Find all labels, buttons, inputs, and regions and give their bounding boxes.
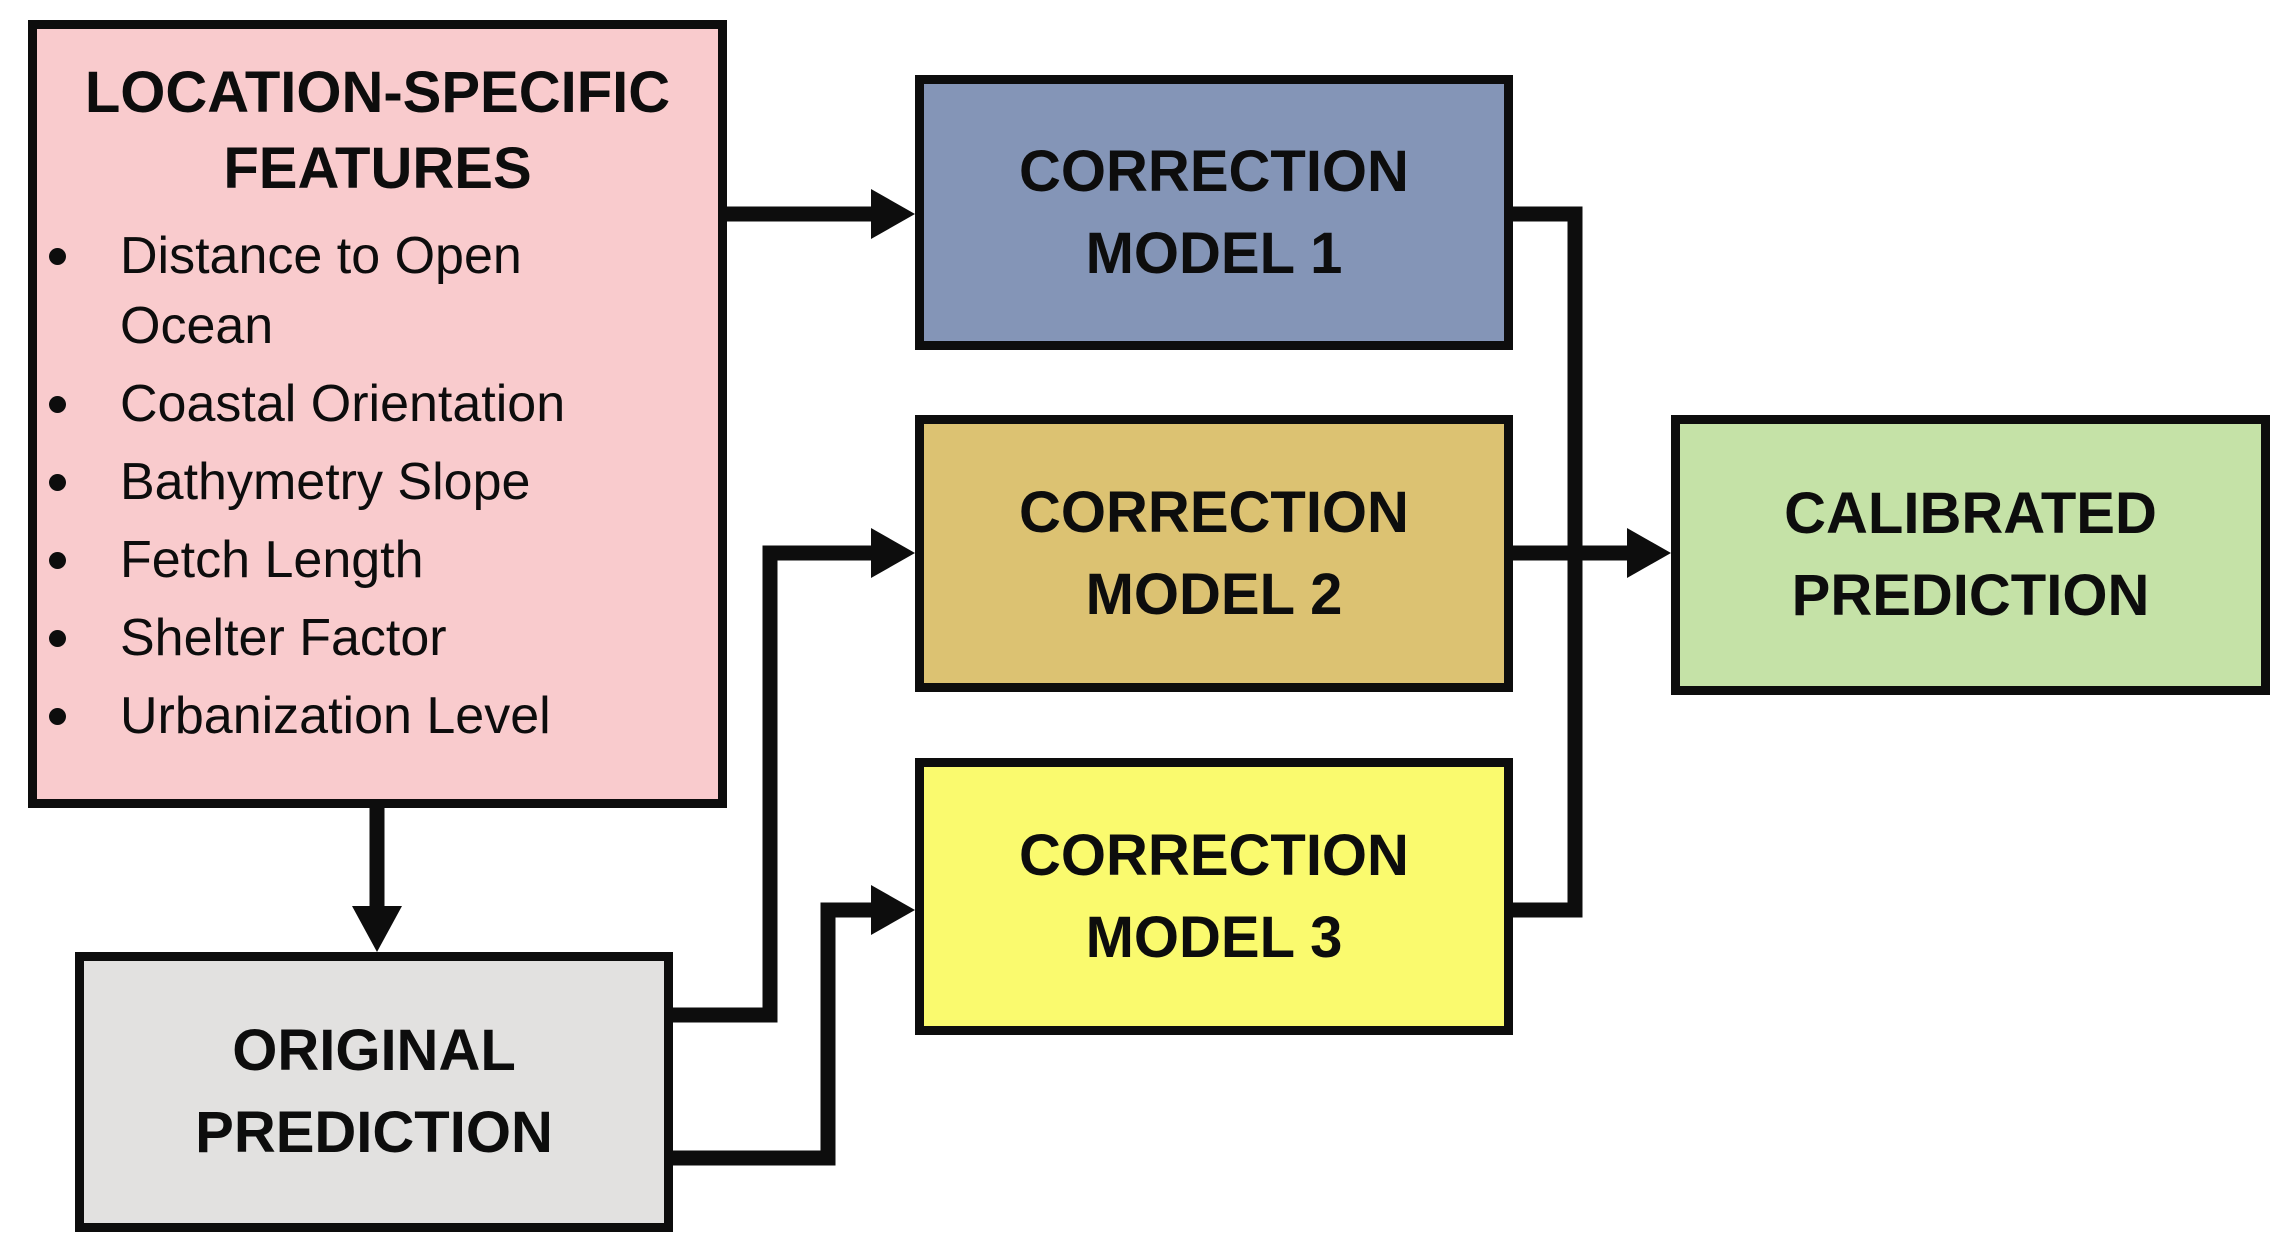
edge-original-to-model2 <box>668 545 873 1023</box>
features-bullet-list: Distance to Open Ocean Coastal Orientati… <box>37 221 718 759</box>
bullet-text: Shelter Factor <box>120 609 447 667</box>
correction-model-1-label-line2: MODEL 1 <box>1085 220 1343 286</box>
bullet-text: Fetch Length <box>120 531 424 589</box>
edge-original-to-model3 <box>668 902 873 1166</box>
bullet-item: Distance to Open Ocean <box>49 221 708 361</box>
bullet-text: Distance to Open Ocean <box>120 227 522 355</box>
correction-model-2-box: CORRECTION MODEL 2 <box>915 415 1513 692</box>
correction-model-3-label-line2: MODEL 3 <box>1085 904 1343 970</box>
arrowhead-original <box>352 906 402 952</box>
calibrated-prediction-box: CALIBRATED PREDICTION <box>1671 415 2270 695</box>
bullet-item: Shelter Factor <box>49 603 708 673</box>
arrowhead-model3 <box>871 885 915 935</box>
calibrated-prediction-label-line2: PREDICTION <box>1791 563 2150 628</box>
bullet-dot <box>49 396 66 413</box>
bullet-dot <box>49 552 66 569</box>
arrowhead-calibrated <box>1627 528 1671 578</box>
bullet-dot <box>49 474 66 491</box>
features-box: LOCATION-SPECIFIC FEATURES Distance to O… <box>28 20 727 808</box>
original-prediction-label-line1: ORIGINAL <box>232 1018 516 1083</box>
correction-model-2-label-line1: CORRECTION <box>1019 479 1409 545</box>
bullet-item: Fetch Length <box>49 525 708 595</box>
original-prediction-label-line2: PREDICTION <box>195 1100 553 1165</box>
bullet-text: Bathymetry Slope <box>120 453 531 511</box>
bullet-dot <box>49 630 66 647</box>
correction-model-1-label-line1: CORRECTION <box>1019 138 1409 204</box>
features-title-line2: FEATURES <box>223 136 532 201</box>
bullet-text: Urbanization Level <box>120 687 551 745</box>
bullet-item: Coastal Orientation <box>49 369 708 439</box>
correction-model-3-box: CORRECTION MODEL 3 <box>915 758 1513 1035</box>
original-prediction-box: ORIGINAL PREDICTION <box>75 952 673 1232</box>
correction-model-1-box: CORRECTION MODEL 1 <box>915 75 1513 350</box>
arrowhead-model2 <box>871 528 915 578</box>
bullet-text: Coastal Orientation <box>120 375 566 433</box>
features-title: LOCATION-SPECIFIC FEATURES <box>37 29 718 207</box>
edge-collector <box>1508 206 1583 918</box>
correction-model-3-label-line1: CORRECTION <box>1019 822 1409 888</box>
correction-model-2-label-line2: MODEL 2 <box>1085 561 1343 627</box>
bullet-item: Bathymetry Slope <box>49 447 708 517</box>
arrowhead-model1 <box>871 189 915 239</box>
bullet-dot <box>49 708 66 725</box>
calibrated-prediction-label-line1: CALIBRATED <box>1784 481 2157 546</box>
bullet-item: Urbanization Level <box>49 681 708 751</box>
bullet-dot <box>49 248 66 265</box>
features-title-line1: LOCATION-SPECIFIC <box>84 60 671 125</box>
